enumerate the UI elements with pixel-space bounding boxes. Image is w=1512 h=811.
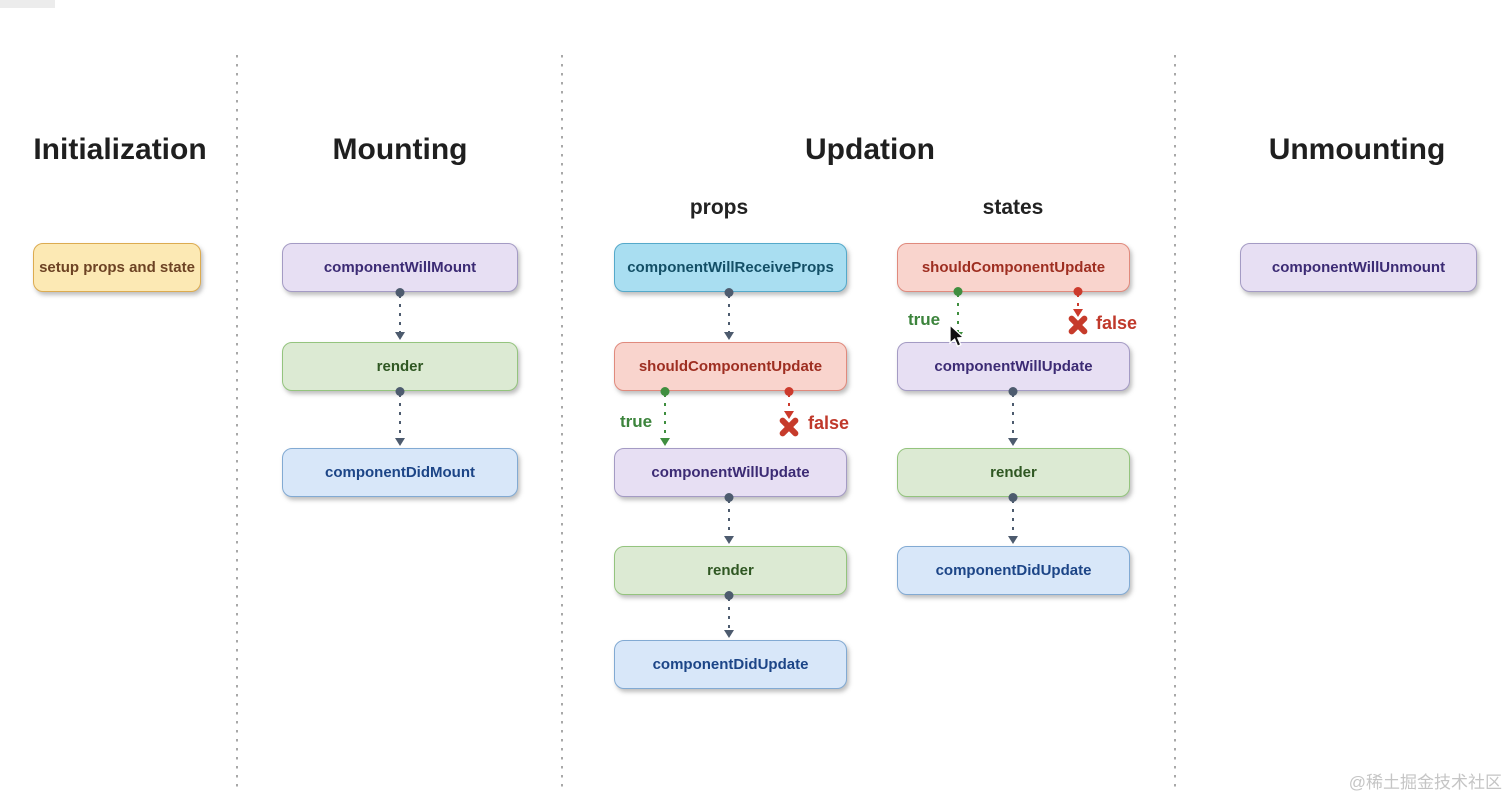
true-branch-label: true	[620, 412, 653, 431]
column-divider	[1174, 55, 1176, 792]
node-component-will-receive-props: componentWillReceiveProps	[614, 243, 847, 292]
node-states-render: render	[897, 448, 1130, 497]
node-component-will-unmount: componentWillUnmount	[1240, 243, 1477, 292]
mouse-pointer-icon	[949, 324, 966, 348]
section-title-unmounting: Unmounting	[1268, 133, 1446, 166]
subcolumn-title-props: props	[689, 196, 749, 219]
section-title-updation: Updation	[805, 133, 935, 166]
true-branch-arrow	[659, 387, 671, 446]
node-setup-props-and-state: setup props and state	[33, 243, 201, 292]
flow-arrow	[723, 493, 735, 544]
true-branch-label: true	[908, 310, 941, 329]
node-states-component-will-update: componentWillUpdate	[897, 342, 1130, 391]
subcolumn-title-states: states	[982, 196, 1044, 219]
x-mark-icon	[1066, 314, 1090, 336]
node-states-should-component-update: shouldComponentUpdate	[897, 243, 1130, 292]
flow-arrow	[394, 288, 406, 340]
column-divider	[236, 55, 238, 792]
false-branch-arrow	[1072, 287, 1084, 317]
node-props-should-component-update: shouldComponentUpdate	[614, 342, 847, 391]
flow-arrow	[1007, 493, 1019, 544]
node-component-did-mount: componentDidMount	[282, 448, 518, 497]
node-states-component-did-update: componentDidUpdate	[897, 546, 1130, 595]
node-props-render: render	[614, 546, 847, 595]
false-branch-label: false	[1096, 313, 1138, 333]
flow-arrow	[723, 591, 735, 638]
watermark: @稀土掘金技术社区	[1348, 773, 1502, 792]
node-component-will-mount: componentWillMount	[282, 243, 518, 292]
false-branch-label: false	[808, 413, 850, 433]
node-props-component-did-update: componentDidUpdate	[614, 640, 847, 689]
node-mount-render: render	[282, 342, 518, 391]
false-branch-arrow	[783, 387, 795, 419]
section-title-mounting: Mounting	[332, 133, 468, 166]
column-divider	[561, 55, 563, 792]
flow-arrow	[1007, 387, 1019, 446]
section-title-initialization: Initialization	[33, 133, 207, 166]
window-edge-strip	[0, 0, 55, 8]
node-props-component-will-update: componentWillUpdate	[614, 448, 847, 497]
flow-arrow	[394, 387, 406, 446]
x-mark-icon	[777, 416, 801, 438]
flow-arrow	[723, 288, 735, 340]
